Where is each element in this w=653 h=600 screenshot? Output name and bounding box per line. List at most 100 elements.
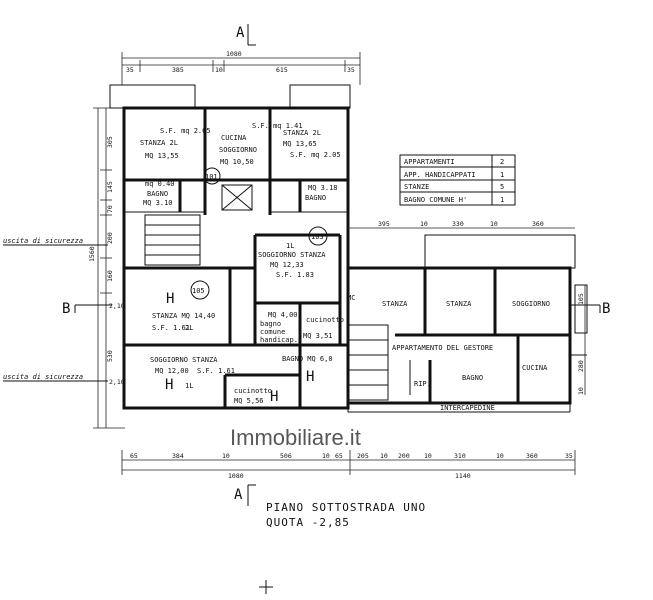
apartment-gestore: STANZA STANZA SOGGIORNO APPARTAMENTO DEL… (382, 300, 550, 412)
exit-lower-label: uscita di sicurezza (3, 373, 83, 381)
room-soggiorno-bottom: SOGGIORNO STANZA MQ 12,00 S.F. 1.61 H 1L (150, 356, 235, 393)
bl-dim-2: 384 (172, 452, 184, 460)
room-stanza-left: S.F. mq 2.05 STANZA 2L MQ 13,55 (140, 127, 211, 160)
br-total: 1140 (455, 472, 471, 480)
rs-dim-1: 105 (577, 293, 585, 305)
cucinotto-right-mq: MQ 3,51 (303, 332, 333, 340)
bagno-left-mq: MQ 3.10 (143, 199, 173, 207)
bl-dim-1: 65 (130, 452, 138, 460)
rs-dim-2: 280 (577, 360, 585, 372)
legend-value-2: 1 (500, 171, 504, 179)
top-dim-1: 35 (126, 66, 134, 74)
title-line-2: QUOTA -2,85 (266, 516, 350, 529)
room-101-number: 101 (205, 173, 218, 181)
stanza-left-title: STANZA 2L (140, 139, 178, 147)
room-101: 101 (203, 167, 221, 185)
intercapedine-label: INTERCAPEDINE (440, 404, 495, 412)
left-dim-1: 305 (106, 136, 114, 148)
section-marker-a-bottom: A (234, 484, 256, 506)
bagno-right-title: BAGNO (305, 194, 326, 202)
rt-dim-4: 10 (490, 220, 498, 228)
bagno-right-mq: MQ 3.18 (308, 184, 338, 192)
soggiorno-103-mq: MQ 12,33 (270, 261, 304, 269)
section-label-b-right: B (602, 301, 610, 317)
bl-total: 1080 (228, 472, 244, 480)
stanza-left-sf: S.F. mq 2.05 (160, 127, 211, 135)
stanza-105-sf: S.F. 1.61 (152, 324, 190, 332)
soggiorno-103-title: 1L (286, 242, 294, 250)
room-bagno-comune: MQ 4,00 bagno comune handicap. (260, 311, 298, 344)
gestore-bagno: BAGNO (462, 374, 483, 382)
left-block-walls (109, 84, 351, 410)
soggiorno-103-sf: S.F. 1.83 (276, 271, 314, 279)
bl-dim-4: 506 (280, 452, 292, 460)
right-block-walls (346, 234, 588, 413)
room-stanza-right: STANZA 2L MQ 13,65 S.F. mq 2.05 (283, 129, 341, 159)
bagno-comune-l2: comune (260, 328, 285, 336)
cucinotto-bottom-title: cucinotto (234, 387, 272, 395)
cucina-mq: MQ 10,50 (220, 158, 254, 166)
top-dim-4: 615 (276, 66, 288, 74)
section-marker-a-top: A (236, 24, 256, 46)
drawing-title: PIANO SOTTOSTRADA UNO QUOTA -2,85 (266, 501, 426, 529)
room-105-number: 105 (192, 287, 205, 295)
gestore-stanza-2: STANZA (446, 300, 472, 308)
legend-value-3: 5 (500, 183, 504, 191)
left-dim-4: 200 (106, 232, 114, 244)
br-dim-5: 310 (454, 452, 466, 460)
legend-label-4: BAGNO COMUNE H' (404, 196, 467, 204)
room-stanza-105: 105 H STANZA MQ 14,40 2L S.F. 1.61 (152, 280, 215, 332)
stanza-right-mq: MQ 13,65 (283, 140, 317, 148)
bottom-dimension-chains: 65 384 10 506 10 65 1080 205 10 200 10 3… (121, 450, 576, 480)
room-bagno-right: MQ 3.18 BAGNO (305, 184, 338, 202)
bagno-bottom-title: BAGNO MQ 6,0 (282, 355, 333, 363)
top-total-dim: 1080 (226, 50, 242, 58)
top-dim-2: 385 (172, 66, 184, 74)
title-line-1: PIANO SOTTOSTRADA UNO (266, 501, 426, 514)
legend-value-4: 1 (500, 196, 504, 204)
cucinotto-bottom-h: H (270, 389, 278, 405)
bagno-left-sf: mq 0.40 (145, 180, 175, 188)
room-bagno-bottom: BAGNO MQ 6,0 H (282, 355, 333, 385)
left-dimension-chain: 1560 305 145 70 200 160 530 2,10 2,10 (88, 107, 125, 429)
left-dim-6: 530 (106, 350, 114, 362)
legend-label-1: APPARTAMENTI (404, 158, 455, 166)
left-dim-5: 160 (106, 270, 114, 282)
cucina-sf: S.F. mq 1.41 (252, 122, 303, 130)
rt-dim-1: 395 (378, 220, 390, 228)
bl-dim-3: 10 (222, 452, 230, 460)
room-bagno-left: mq 0.40 BAGNO MQ 3.10 (143, 180, 175, 207)
rs-dim-3: 10 (577, 387, 585, 395)
left-dim-extra-2: 2,10 (109, 378, 125, 386)
bl-dim-5: 10 (322, 452, 330, 460)
cucina-sub: SOGGIORNO (219, 146, 257, 154)
bl-dim-6: 65 (335, 452, 343, 460)
section-label-b-left: B (62, 301, 70, 317)
room-cucinotto-bottom: cucinotto MQ 5,56 H (234, 387, 278, 405)
right-side-dims: 105 280 10 (577, 285, 586, 395)
rt-dim-2: 10 (420, 220, 428, 228)
gestore-cucina: CUCINA (522, 364, 548, 372)
legend-label-2: APP. HANDICAPPATI (404, 171, 476, 179)
left-total-dim: 1560 (88, 246, 96, 262)
stanza-right-sf: S.F. mq 2.05 (290, 151, 341, 159)
gestore-appartamento: APPARTAMENTO DEL GESTORE (392, 344, 493, 352)
room-cucina: S.F. mq 1.41 CUCINA SOGGIORNO MQ 10,50 (219, 122, 303, 166)
br-dim-2: 10 (380, 452, 388, 460)
cucinotto-right-title: cucinotto (306, 316, 344, 324)
stanza-105-h: H (166, 291, 174, 307)
exit-labels: uscita di sicurezza uscita di sicurezza (3, 237, 108, 382)
top-dim-5: 35 (347, 66, 355, 74)
gestore-stanza-1: STANZA (382, 300, 408, 308)
crosshair-mark (259, 580, 273, 594)
stanza-right-title: STANZA 2L (283, 129, 321, 137)
bagno-left-title: BAGNO (147, 190, 168, 198)
gestore-soggiorno: SOGGIORNO (512, 300, 550, 308)
bagno-bottom-h: H (306, 369, 314, 385)
top-dim-3: 10 (215, 66, 223, 74)
br-dim-4: 10 (424, 452, 432, 460)
bagno-comune-l1: bagno (260, 320, 281, 328)
br-dim-8: 35 (565, 452, 573, 460)
legend-table: APPARTAMENTI 2 APP. HANDICAPPATI 1 STANZ… (399, 154, 516, 206)
